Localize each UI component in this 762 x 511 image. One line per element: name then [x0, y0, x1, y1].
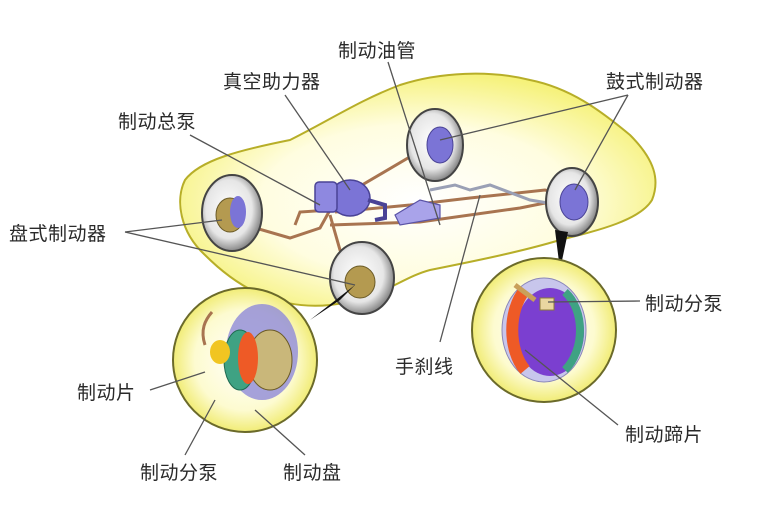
rear-left-wheel — [406, 108, 464, 182]
front-left-wheel — [201, 174, 263, 252]
label-disc-wheel-cylinder: 制动分泵 — [140, 462, 219, 484]
vacuum-booster — [314, 179, 387, 222]
label-handbrake-cable: 手刹线 — [395, 356, 454, 378]
drum-inset-pointer — [555, 230, 568, 270]
leader-lines — [124, 61, 641, 456]
label-brake-line: 制动油管 — [338, 40, 417, 62]
parking-brake-lever — [394, 199, 441, 226]
disc-inset-pointer — [310, 285, 355, 320]
disc-brake-inset — [172, 287, 318, 433]
label-vacuum-booster: 真空助力器 — [223, 71, 321, 93]
label-disc-brake-pad: 制动片 — [77, 382, 136, 404]
front-right-wheel — [329, 241, 395, 315]
rear-right-wheel — [545, 167, 599, 237]
label-drum-wheel-cylinder: 制动分泵 — [645, 293, 724, 315]
drum-brake-inset — [471, 257, 617, 403]
label-brake-shoe: 制动蹄片 — [625, 424, 704, 446]
label-master-cylinder: 制动总泵 — [118, 111, 197, 133]
handbrake-cable — [429, 183, 561, 207]
label-brake-disc: 制动盘 — [283, 462, 342, 484]
label-drum-brake: 鼓式制动器 — [606, 71, 704, 93]
label-disc-brake: 盘式制动器 — [9, 223, 107, 245]
